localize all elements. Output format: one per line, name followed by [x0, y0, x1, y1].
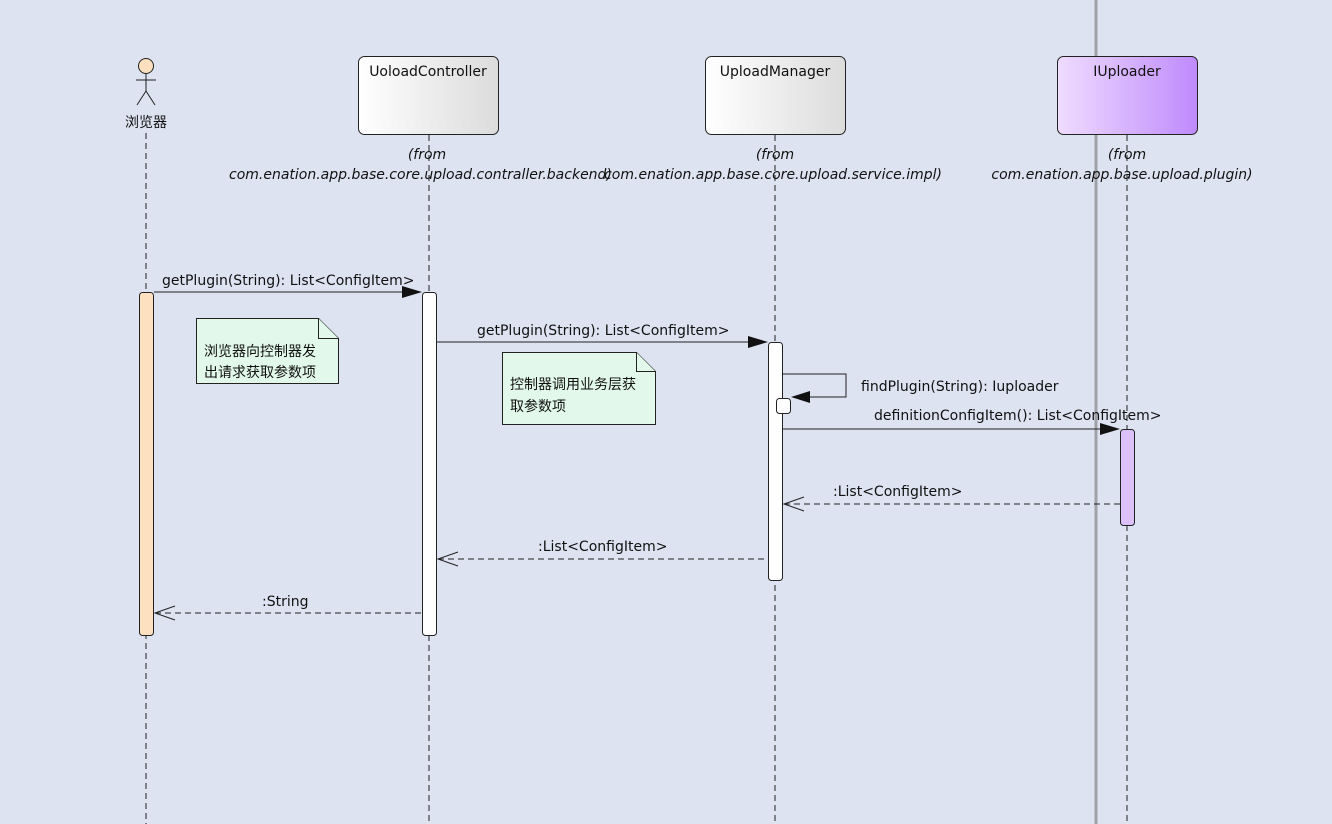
lifeline-box-manager[interactable]: UploadManager — [705, 56, 846, 135]
message-label: :List<ConfigItem> — [538, 539, 667, 555]
lifeline-name-manager: UploadManager — [720, 64, 831, 80]
uploader-package-label: com.enation.app.base.upload.plugin) — [991, 167, 1252, 183]
return-list-configitem-2[interactable]: :List<ConfigItem> — [436, 539, 768, 567]
message-label: :String — [262, 594, 309, 610]
lifeline-box-controller[interactable]: UoloadController — [358, 56, 499, 135]
actor-activation-bar — [139, 292, 154, 636]
note-controller-calls-service[interactable]: 控制器调用业务层获 取参数项 — [502, 352, 656, 425]
message-getplugin-1[interactable]: getPlugin(String): List<ConfigItem> — [154, 273, 422, 298]
note-browser-request[interactable]: 浏览器向控制器发 出请求获取参数项 — [196, 318, 339, 384]
note-text-line2: 取参数项 — [510, 398, 566, 415]
message-label: findPlugin(String): Iuploader — [861, 379, 1059, 395]
message-definitionconfigitem[interactable]: definitionConfigItem(): List<ConfigItem> — [783, 408, 1162, 435]
note-text-line1: 浏览器向控制器发 — [204, 344, 316, 360]
lifeline-name-uploader: IUploader — [1093, 64, 1161, 80]
message-label: getPlugin(String): List<ConfigItem> — [162, 273, 414, 289]
actor-label: 浏览器 — [125, 115, 167, 131]
controller-from-label: (from — [408, 147, 446, 163]
manager-package-label: com.enation.app.base.core.upload.service… — [604, 167, 942, 183]
return-string[interactable]: :String — [153, 594, 422, 621]
message-findplugin[interactable]: findPlugin(String): Iuploader — [783, 373, 1059, 403]
actor-icon — [136, 58, 156, 106]
note-text-line2: 出请求获取参数项 — [204, 364, 316, 381]
uploader-from-label: (from — [1108, 147, 1146, 163]
controller-activation-bar — [422, 292, 437, 636]
lifeline-name-controller: UoloadController — [369, 64, 487, 80]
manager-activation-bar — [768, 342, 783, 581]
controller-package-label: com.enation.app.base.core.upload.contral… — [229, 167, 612, 183]
message-label: getPlugin(String): List<ConfigItem> — [477, 323, 729, 339]
manager-self-activation — [776, 398, 791, 414]
note-text-line1: 控制器调用业务层获 — [510, 377, 636, 393]
message-getplugin-2[interactable]: getPlugin(String): List<ConfigItem> — [437, 323, 768, 348]
lifeline-box-uploader[interactable]: IUploader — [1057, 56, 1198, 135]
uploader-activation-bar — [1120, 429, 1135, 526]
return-list-configitem-1[interactable]: :List<ConfigItem> — [782, 484, 1120, 512]
message-label: :List<ConfigItem> — [833, 484, 962, 500]
manager-from-label: (from — [756, 147, 794, 163]
message-label: definitionConfigItem(): List<ConfigItem> — [874, 408, 1162, 424]
